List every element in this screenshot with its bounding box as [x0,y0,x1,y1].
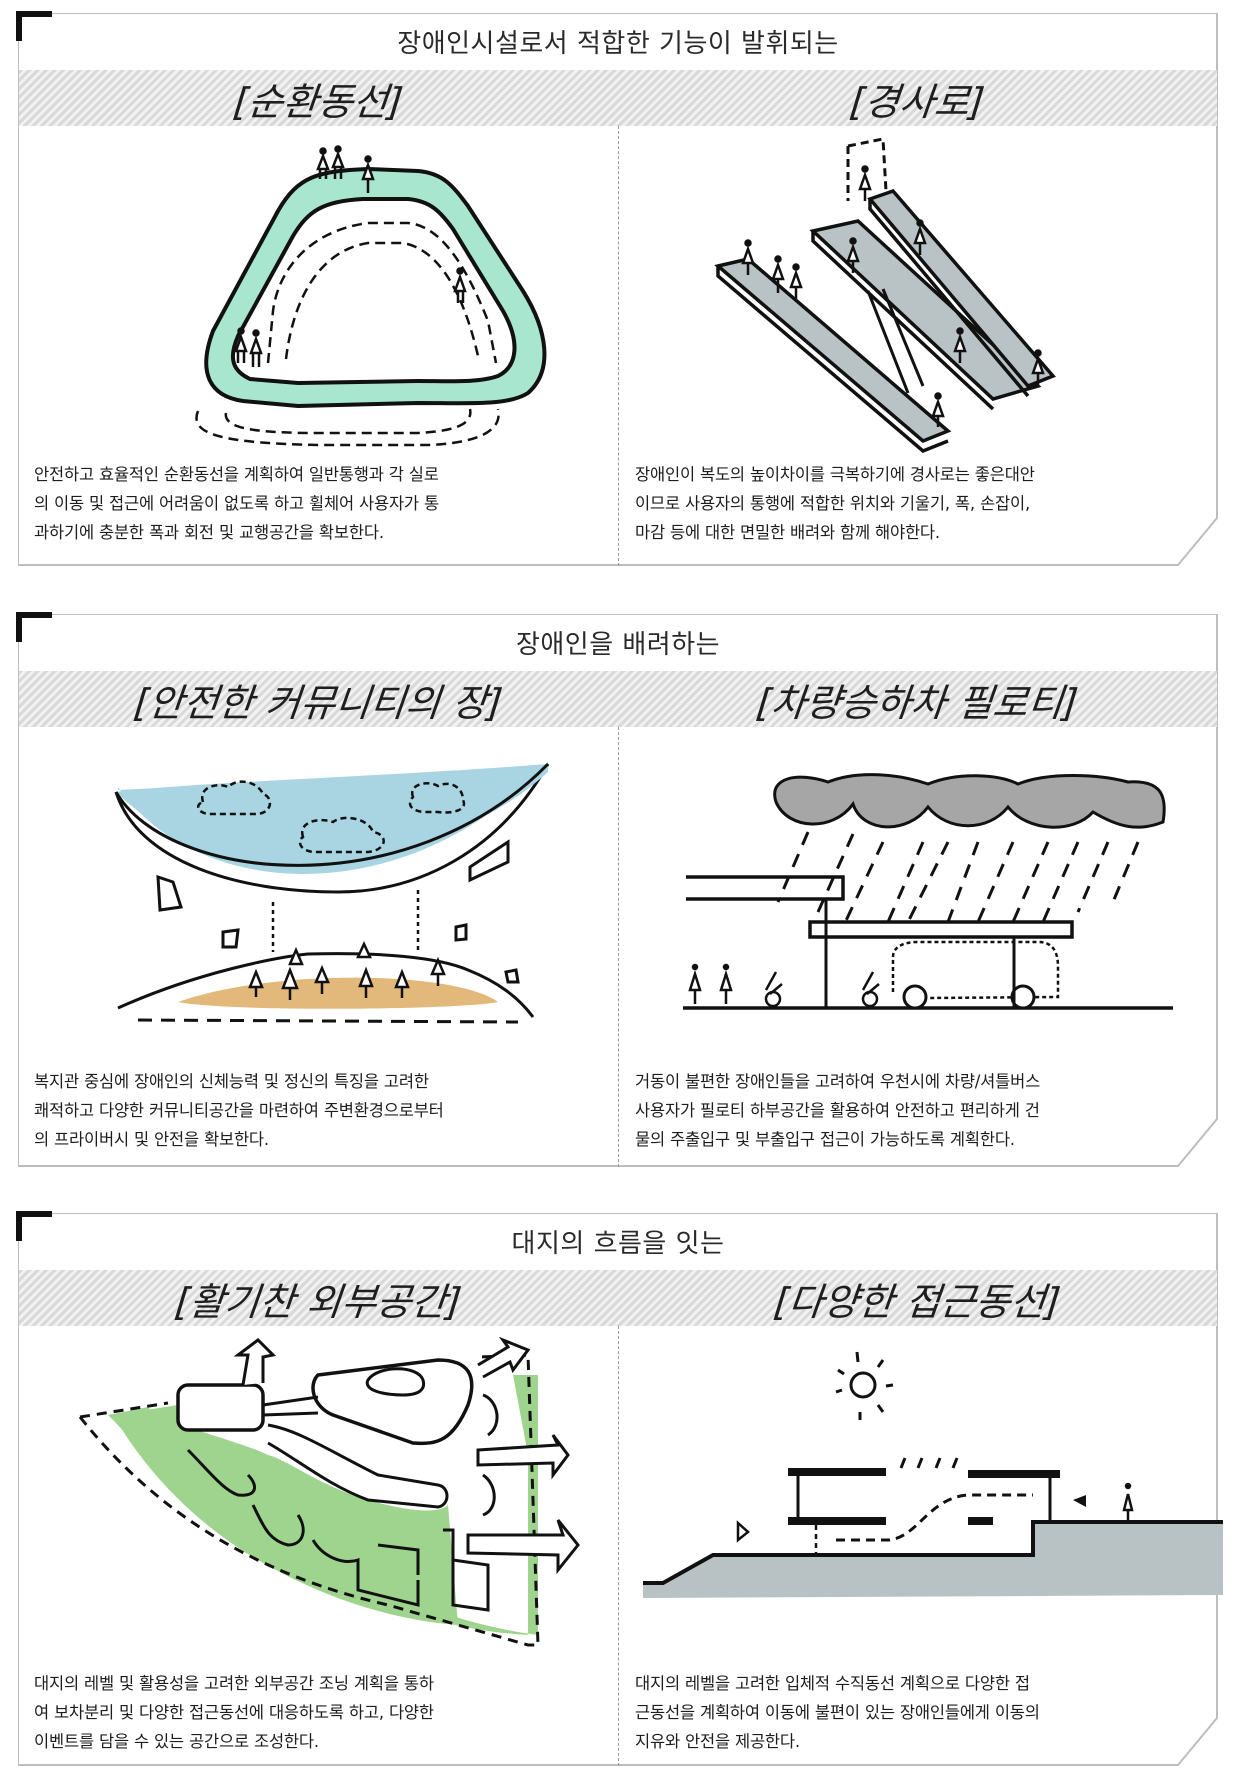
description-line: 안전하고 효율적인 순환동선을 계획하여 일반통행과 각 실로 [34,465,439,484]
subtitle-community: [안전한 커뮤니티의 장] [131,680,505,725]
description-line: 복지관 중심에 장애인의 신체능력 및 정신의 특징을 고려한 [34,1072,429,1091]
section-heading: 장애인시설로서 적합한 기능이 발휘되는 [397,29,839,59]
description-line: 과하기에 충분한 폭과 회전 및 교행공간을 확보한다. [34,523,384,542]
description-outdoor-space: 대지의 레벨 및 활용성을 고려한 외부공간 조닝 계획을 통하 여 보차분리 … [34,1669,434,1756]
section-outdoor-access: 대지의 흐름을 잇는 [활기찬 외부공간] [다양한 접근동선] [16,1211,1223,1766]
column-divider [618,727,619,1167]
description-ramp: 장애인이 복도의 높이차이를 극복하기에 경사로는 좋은대안 이므로 사용자의 … [635,460,1035,547]
description-line: 이벤트를 담을 수 있는 공간으로 조성한다. [34,1732,319,1751]
subtitle-access-routes: [다양한 접근동선] [771,1279,1063,1324]
description-line: 장애인이 복도의 높이차이를 극복하기에 경사로는 좋은대안 [635,465,1035,484]
description-line: 쾌적하고 다양한 커뮤니티공간을 마련하여 주변환경으로부터 [34,1101,444,1120]
description-line: 대지의 레벨 및 활용성을 고려한 외부공간 조닝 계획을 통하 [34,1674,434,1693]
description-circulation: 안전하고 효율적인 순환동선을 계획하여 일반통행과 각 실로 의 이동 및 접… [34,460,439,547]
ramp-illustration [714,137,1056,454]
circulation-loop-illustration [195,145,547,447]
section-heading: 대지의 흐름을 잇는 [511,1229,725,1259]
subtitle-circulation: [순환동선] [231,79,406,124]
description-line: 이므로 사용자의 통행에 적합한 위치와 기울기, 폭, 손잡이, [635,494,1030,513]
description-line: 거동이 불편한 장애인들을 고려하여 우천시에 차량/셔틀버스 [635,1072,1041,1091]
description-line: 의 이동 및 접근에 어려움이 없도록 하고 휠체어 사용자가 통 [34,494,439,513]
subtitle-pilotis: [차량승하차 필로티] [754,680,1081,725]
section-heading: 장애인을 배려하는 [515,630,721,660]
description-line: 근동선을 계획하여 이동에 불편이 있는 장애인들에게 이동의 [635,1703,1040,1722]
description-pilotis: 거동이 불편한 장애인들을 고려하여 우천시에 차량/셔틀버스 사용자가 필로티… [635,1067,1040,1154]
community-illustration [114,762,550,1024]
corner-bracket [16,612,52,642]
pilotis-illustration [683,773,1173,1010]
description-line: 마감 등에 대한 면밀한 배려와 함께 해야한다. [635,523,940,542]
corner-bracket [16,11,52,41]
site-plan-illustration [78,1336,580,1647]
description-line: 여 보차분리 및 다양한 접근동선에 대응하도록 하고, 다양한 [34,1703,434,1722]
subtitle-outdoor-space: [활기찬 외부공간] [172,1279,464,1324]
corner-bracket [16,1211,52,1241]
description-community: 복지관 중심에 장애인의 신체능력 및 정신의 특징을 고려한 쾌적하고 다양한… [34,1067,444,1154]
description-line: 대지의 레벨을 고려한 입체적 수직동선 계획으로 다양한 접 [635,1674,1030,1693]
subtitle-band: [안전한 커뮤니티의 장] [차량승하차 필로티] [19,671,1217,727]
column-divider [618,126,619,566]
description-access-routes: 대지의 레벨을 고려한 입체적 수직동선 계획으로 다양한 접 근동선을 계획하… [635,1669,1040,1756]
subtitle-band: [활기찬 외부공간] [다양한 접근동선] [19,1270,1217,1326]
description-line: 지유와 안전을 제공한다. [635,1732,800,1751]
section-community-pilotis: 장애인을 배려하는 [안전한 커뮤니티의 장] [차량승하차 필로티] [16,612,1218,1167]
section-circulation-ramp: 장애인시설로서 적합한 기능이 발휘되는 [순환동선] [경사로] [16,11,1218,566]
subtitle-ramp: [경사로] [847,79,987,124]
subtitle-band: [순환동선] [경사로] [19,70,1217,126]
access-section-illustration [643,1351,1223,1598]
description-line: 사용자가 필로티 하부공간을 활용하여 안전하고 편리하게 건 [635,1101,1040,1120]
description-line: 의 프라이버시 및 안전을 확보한다. [34,1130,269,1149]
description-line: 물의 주출입구 및 부출입구 접근이 가능하도록 계획한다. [635,1130,1015,1149]
column-divider [618,1326,619,1766]
